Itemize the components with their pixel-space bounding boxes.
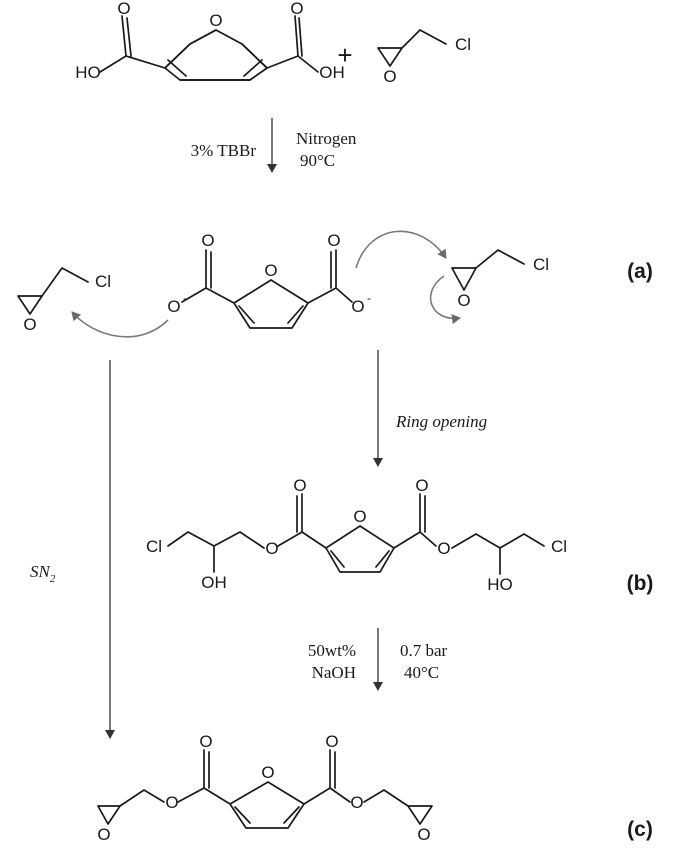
ester-hydroxyl-right: HO	[487, 575, 513, 594]
ring-open-arrow	[429, 275, 461, 325]
product-ester-oxygen-right: O	[350, 793, 363, 812]
ester-oxygen-left: O	[265, 539, 278, 558]
sn2-label: SN2	[30, 562, 56, 585]
step1-atmosphere: Nitrogen	[296, 129, 357, 148]
attack-arrow-right	[355, 230, 447, 269]
attack-arrow-left	[71, 311, 169, 338]
sn2-label-text: SN	[30, 562, 52, 581]
product-carbonyl-oxygen-left: O	[199, 732, 212, 751]
ester-chlorine-right: Cl	[551, 537, 567, 556]
chlorine-label: Cl	[455, 35, 471, 54]
product-ring-oxygen: O	[261, 763, 274, 782]
product-carbonyl-oxygen-right: O	[325, 732, 338, 751]
ring-opening-label: Ring opening	[395, 412, 487, 431]
ester-hydroxyl-left: OH	[201, 573, 227, 592]
stage-tag-b: (b)	[627, 572, 654, 595]
chlorine-left: Cl	[95, 272, 111, 291]
fdca-ring-oxygen: O	[209, 11, 222, 30]
step1-temperature: 90°C	[300, 151, 335, 170]
stage-tag-c: (c)	[627, 818, 653, 841]
ester-ring-oxygen: O	[353, 507, 366, 526]
dianion-ring-oxygen: O	[264, 261, 277, 280]
step3-base: NaOH	[312, 663, 356, 682]
fdca-carbonyl-oxygen-left: O	[117, 0, 130, 18]
dianion-carbonyl-oxygen-left: O	[201, 231, 214, 250]
chlorohydrin-ester	[167, 493, 545, 575]
epichlorohydrin-right	[451, 249, 525, 291]
fdca-hydroxyl-right: OH	[319, 63, 345, 82]
stage-tag-a: (a)	[627, 260, 653, 283]
epichlorohydrin-reactant	[377, 29, 447, 67]
epoxide-oxygen-right: O	[457, 291, 470, 310]
diglycidyl-ester	[97, 749, 433, 829]
ester-carbonyl-oxygen-right: O	[415, 476, 428, 495]
ester-carbonyl-oxygen-left: O	[293, 476, 306, 495]
carboxylate-charge-right: -	[367, 291, 371, 305]
product-epoxide-oxygen-right: O	[417, 825, 430, 844]
step3-base-concentration: 50wt%	[308, 641, 356, 660]
epoxide-oxygen-left: O	[23, 315, 36, 334]
fdca-carbonyl-oxygen-right: O	[290, 0, 303, 18]
ester-oxygen-right: O	[437, 539, 450, 558]
epichlorohydrin-left	[17, 267, 89, 315]
carboxylate-charge-left: -	[183, 291, 187, 305]
epoxide-oxygen: O	[383, 67, 396, 86]
step1-catalyst: 3% TBBr	[191, 141, 257, 160]
carboxylate-oxygen-right: O	[351, 297, 364, 316]
fdca-hydroxyl-left: HO	[75, 63, 101, 82]
ester-chlorine-left: Cl	[146, 537, 162, 556]
product-epoxide-oxygen-left: O	[97, 825, 110, 844]
step3-temperature: 40°C	[404, 663, 439, 682]
step3-pressure: 0.7 bar	[400, 641, 448, 660]
carboxylate-oxygen-left: O	[167, 297, 180, 316]
chlorine-right: Cl	[533, 255, 549, 274]
sn2-label-subscript: 2	[50, 573, 56, 585]
plus-sign: +	[337, 40, 352, 70]
fdca-dianion	[181, 249, 353, 329]
product-ester-oxygen-left: O	[165, 793, 178, 812]
dianion-carbonyl-oxygen-right: O	[327, 231, 340, 250]
fdca-molecule	[99, 15, 319, 81]
